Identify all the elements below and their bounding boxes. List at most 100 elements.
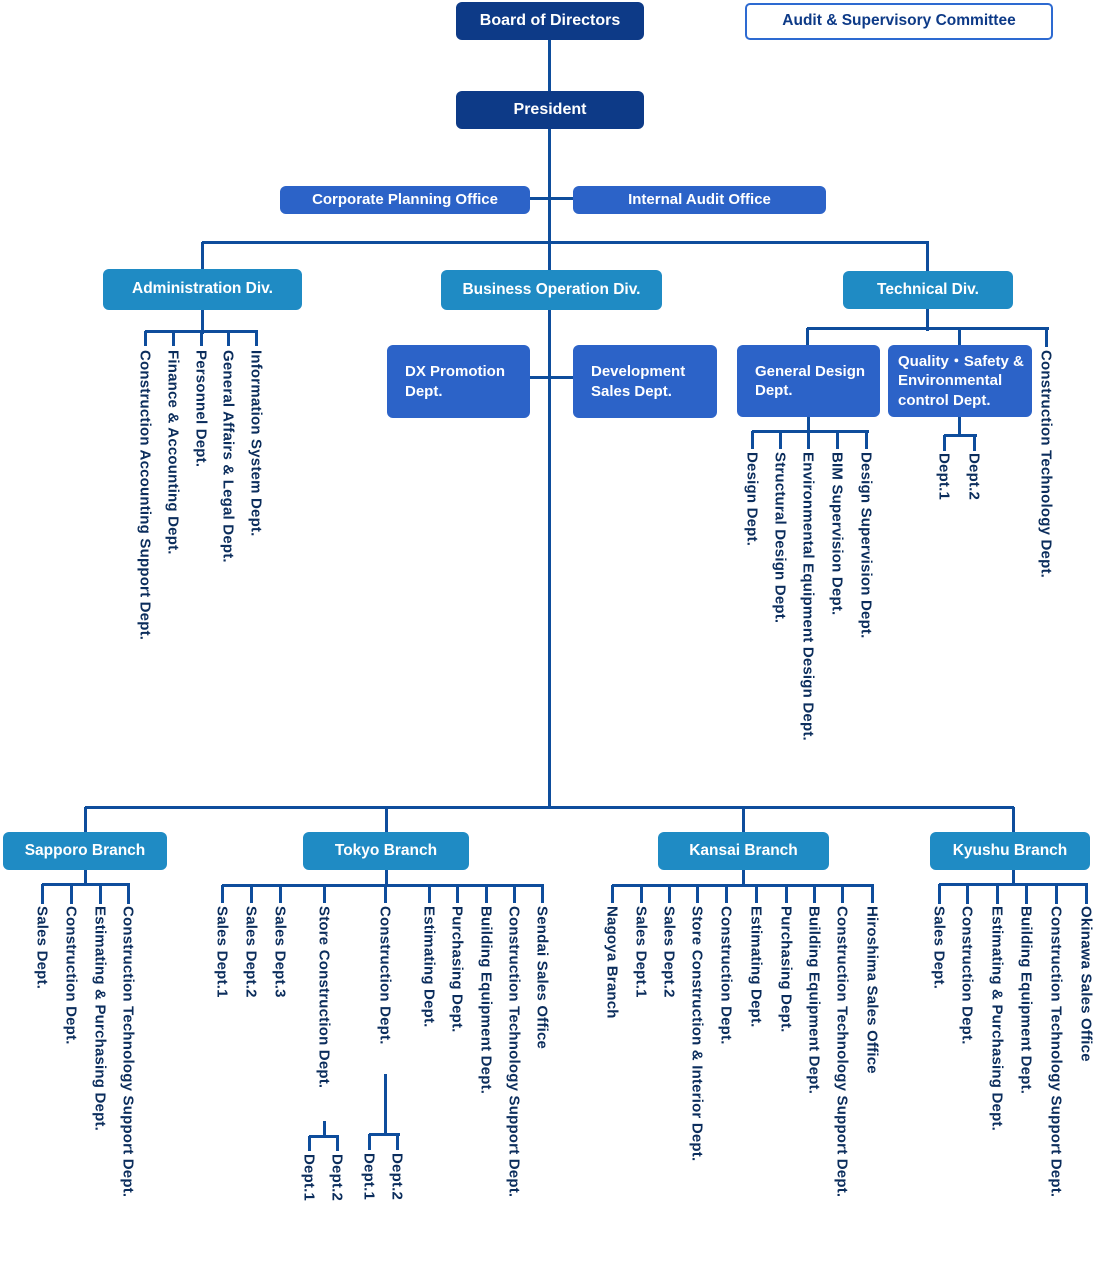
dept-label: Estimating & Purchasing Dept. — [988, 906, 1006, 1131]
connector-line — [221, 885, 224, 903]
connector-line — [144, 331, 147, 346]
connector-line — [807, 417, 810, 434]
connector-line — [611, 885, 614, 903]
connector-line — [836, 431, 839, 449]
dept-label: Sales Dept.2 — [660, 906, 678, 998]
dept-label: Building Equipment Dept. — [1017, 906, 1035, 1095]
business-operation-div-box: Business Operation Div. — [441, 270, 662, 310]
corporate-planning-office-box: Corporate Planning Office — [280, 186, 530, 214]
dept-label: Nagoya Branch — [603, 906, 621, 1019]
connector-line — [368, 1134, 371, 1150]
dept-label: Construction Technology Support Dept. — [1047, 906, 1065, 1198]
connector-line — [841, 885, 844, 903]
connector-line — [336, 1136, 339, 1151]
dept-label: Dept.2 — [388, 1153, 406, 1201]
dept-label: Information System Dept. — [247, 350, 265, 537]
connector-line — [696, 885, 699, 903]
connector-line — [973, 435, 976, 451]
connector-line — [548, 128, 551, 808]
connector-line — [725, 885, 728, 903]
dept-label: Dept.1 — [360, 1153, 378, 1201]
dept-label: Building Equipment Dept. — [477, 906, 495, 1095]
dept-label: Construction Accounting Support Dept. — [136, 350, 154, 641]
kyushu-branch-box: Kyushu Branch — [930, 832, 1090, 870]
board-of-directors-box: Board of Directors — [456, 2, 644, 40]
connector-line — [813, 885, 816, 903]
connector-line — [323, 1121, 326, 1137]
dept-label: Sales Dept. — [930, 906, 948, 990]
connector-line — [202, 241, 929, 244]
dx-promotion-dept-box: DX Promotion Dept. — [387, 345, 530, 418]
connector-line — [958, 417, 961, 437]
connector-line — [548, 40, 551, 91]
connector-line — [966, 884, 969, 904]
dept-label: Construction Dept. — [376, 906, 394, 1045]
dept-label: Building Equipment Dept. — [805, 906, 823, 1095]
dept-label: Sales Dept.1 — [213, 906, 231, 998]
connector-line — [1055, 884, 1058, 904]
dept-label: Sales Dept. — [33, 906, 51, 990]
dept-label: Structural Design Dept. — [771, 452, 789, 624]
connector-line — [926, 308, 929, 331]
dept-label: Sales Dept.3 — [271, 906, 289, 998]
dept-label: Personnel Dept. — [192, 350, 210, 468]
connector-line — [1012, 867, 1015, 885]
connector-line — [752, 430, 869, 433]
connector-line — [755, 885, 758, 903]
connector-line — [958, 328, 961, 346]
connector-line — [84, 869, 87, 886]
connector-line — [428, 885, 431, 903]
connector-line — [1045, 328, 1048, 347]
connector-line — [323, 885, 326, 903]
connector-line — [127, 884, 130, 904]
connector-line — [201, 310, 204, 334]
connector-line — [250, 885, 253, 903]
dept-label: Estimating Dept. — [420, 906, 438, 1028]
general-design-dept-box: General Design Dept. — [737, 345, 880, 417]
connector-line — [668, 885, 671, 903]
dept-label: Purchasing Dept. — [448, 906, 466, 1033]
dept-label: Construction Technology Dept. — [1037, 350, 1055, 579]
audit-supervisory-committee-box: Audit & Supervisory Committee — [745, 3, 1053, 40]
dept-label: Design Supervision Dept. — [857, 452, 875, 639]
connector-line — [751, 431, 754, 449]
connector-line — [926, 242, 929, 271]
connector-line — [865, 431, 868, 449]
dept-label: Construction Dept. — [958, 906, 976, 1045]
technical-div-box: Technical Div. — [843, 271, 1013, 309]
connector-line — [385, 869, 388, 887]
dept-label: Design Dept. — [743, 452, 761, 547]
dept-label: Construction Dept. — [62, 906, 80, 1045]
connector-line — [530, 197, 573, 200]
connector-line — [996, 884, 999, 904]
connector-line — [222, 884, 544, 887]
connector-line — [938, 884, 941, 904]
connector-line — [385, 807, 388, 833]
connector-line — [871, 885, 874, 903]
dept-label: Estimating & Purchasing Dept. — [91, 906, 109, 1131]
sapporo-branch-box: Sapporo Branch — [3, 832, 167, 870]
dept-label: General Affairs & Legal Dept. — [219, 350, 237, 563]
connector-line — [640, 885, 643, 903]
dept-label: Dept.1 — [935, 453, 953, 501]
connector-line — [1025, 884, 1028, 904]
connector-line — [227, 331, 230, 346]
connector-line — [1085, 884, 1088, 904]
connector-line — [485, 885, 488, 903]
connector-line — [742, 807, 745, 833]
connector-line — [384, 885, 387, 903]
dept-label: Dept.2 — [328, 1154, 346, 1202]
dept-label: Construction Technology Support Dept. — [833, 906, 851, 1198]
connector-line — [84, 807, 87, 833]
dept-label: Construction Dept. — [717, 906, 735, 1045]
dept-label: Store Construction Dept. — [315, 906, 333, 1089]
dept-label: Sendai Sales Office — [533, 906, 551, 1050]
connector-line — [396, 1134, 399, 1150]
dept-label: Construction Technology Support Dept. — [505, 906, 523, 1198]
internal-audit-office-box: Internal Audit Office — [573, 186, 826, 214]
kansai-branch-box: Kansai Branch — [658, 832, 829, 870]
connector-line — [255, 331, 258, 346]
connector-line — [541, 885, 544, 903]
dept-label: Sales Dept.1 — [632, 906, 650, 998]
development-sales-dept-box: Development Sales Dept. — [573, 345, 717, 418]
